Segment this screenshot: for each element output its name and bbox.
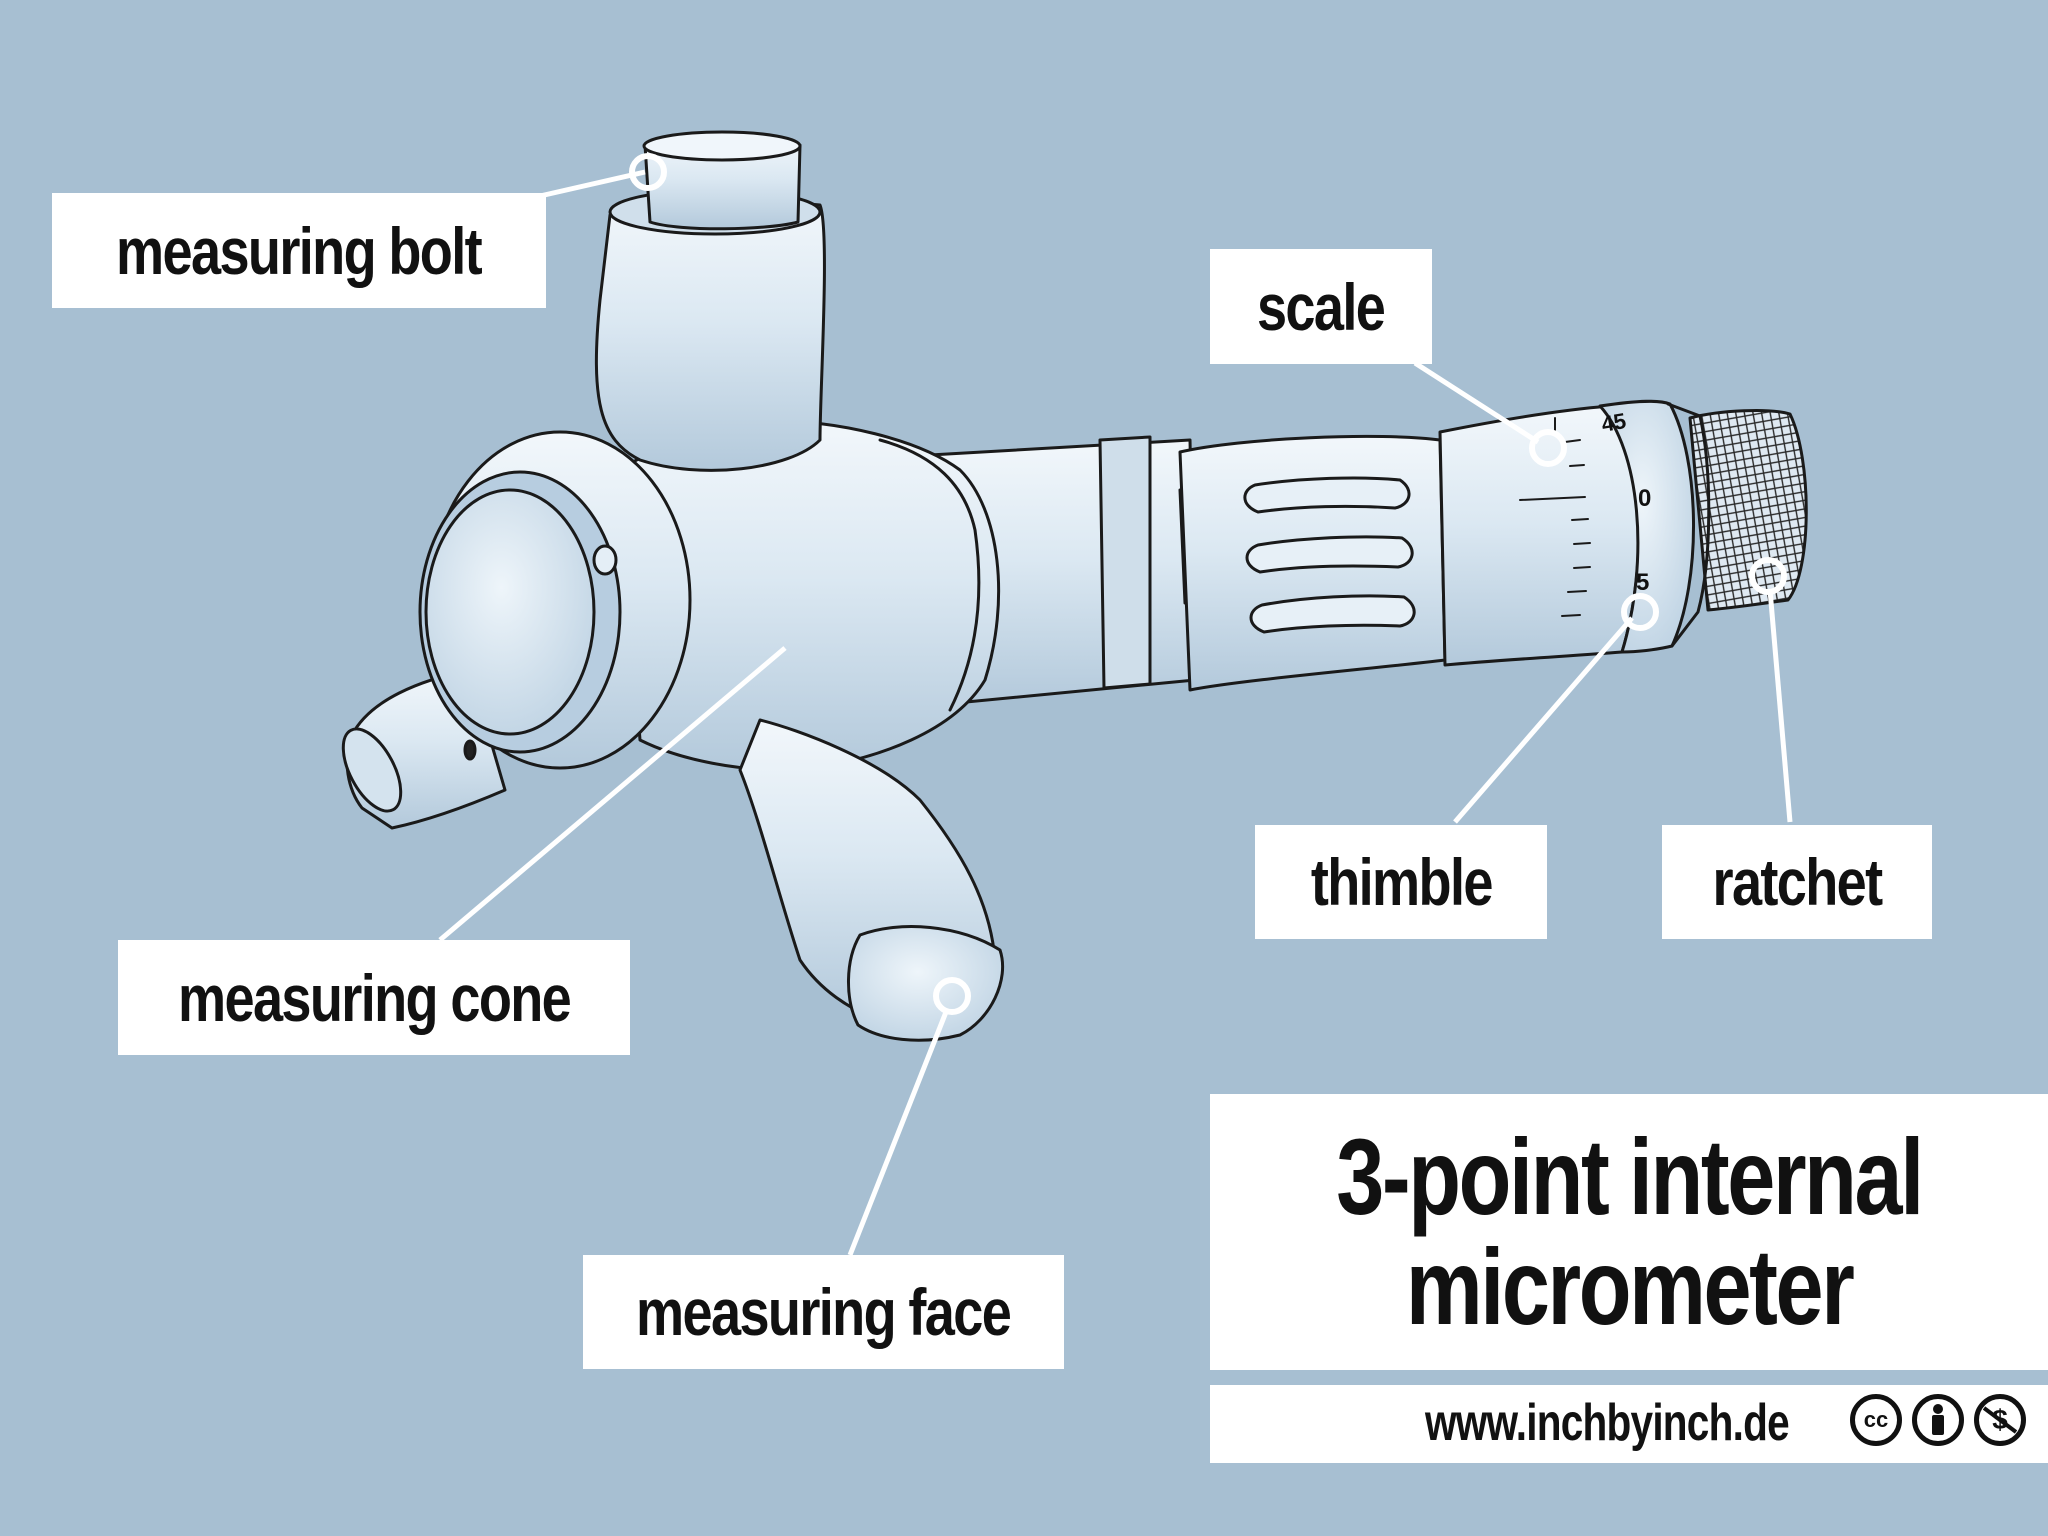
label-ratchet: ratchet [1662,825,1932,939]
scale-number-0: 0 [1638,485,1651,512]
scale-number-45: 45 [1600,408,1628,437]
footer: www.inchbyinch.de cc $ [1210,1385,2048,1463]
label-measuring-face: measuring face [583,1255,1064,1369]
label-scale: scale [1210,249,1432,364]
thimble-body [1438,404,1641,667]
footer-url: www.inchbyinch.de [1425,1394,1790,1452]
cc-icon: cc [1850,1394,1902,1446]
diagram-title: 3-point internal micrometer [1210,1094,2048,1370]
title-line-1: 3-point internal [1336,1116,1924,1237]
scale-number-5: 5 [1636,569,1649,596]
label-measuring-cone: measuring cone [118,940,630,1055]
label-thimble: thimble [1255,825,1547,939]
by-icon [1912,1394,1964,1446]
nc-icon: $ [1974,1394,2026,1446]
label-measuring-bolt: measuring bolt [52,193,546,308]
title-line-2: micrometer [1405,1226,1855,1347]
upper-arm [594,198,826,472]
